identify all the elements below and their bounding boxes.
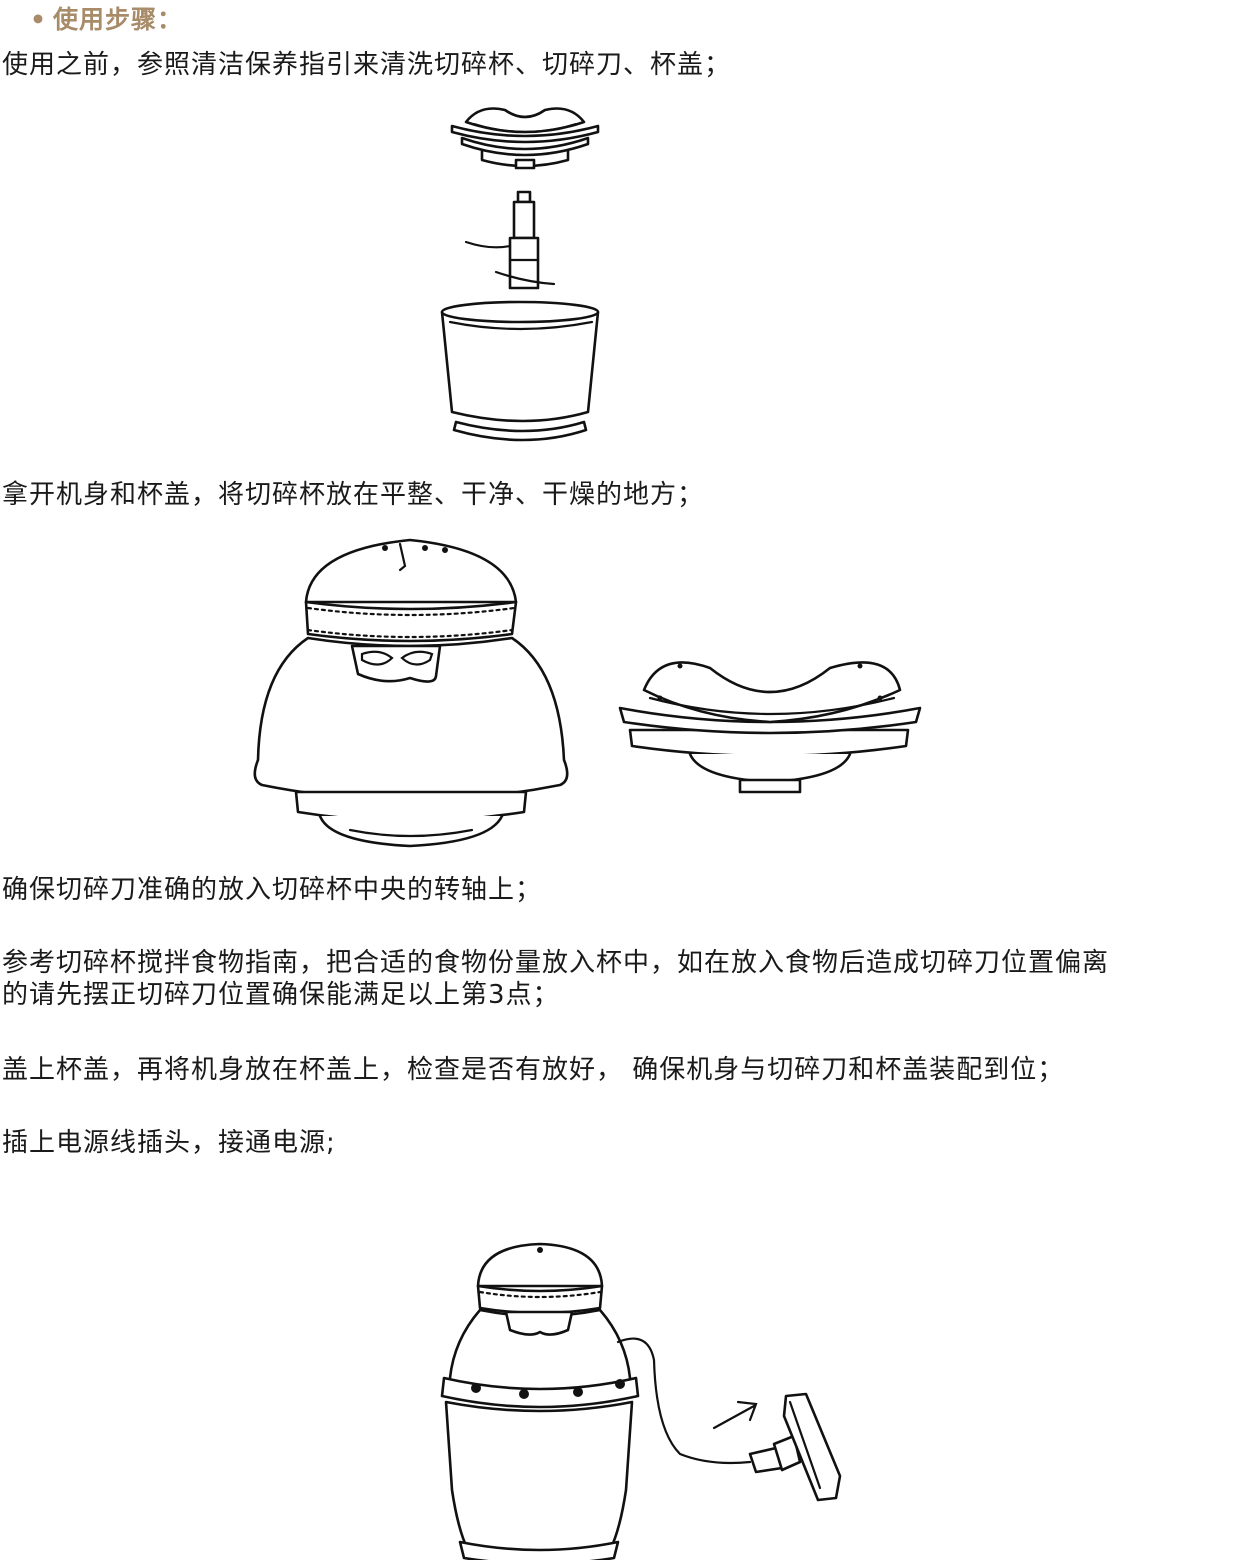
body-and-lid-illustration [253,538,922,848]
power-cord [616,1337,802,1474]
step-4-text-line1: 参考切碎杯搅拌食物指南，把合适的食物份量放入杯中，如在放入食物后造成切碎刀位置偏… [2,948,1110,978]
section-heading: •使用步骤： [30,0,183,36]
lid-on-table [618,661,922,794]
lid-part [450,107,600,170]
wall-socket [782,1392,842,1502]
bowl-part [440,300,600,442]
step-1-text: 使用之前，参照清洁保养指引来清洗切碎杯、切碎刀、杯盖； [2,50,732,80]
step-3-text: 确保切碎刀准确的放入切碎杯中央的转轴上； [2,875,543,905]
assembled-plug-in-illustration [440,1242,842,1560]
step-2-text: 拿开机身和杯盖，将切碎杯放在平整、干净、干燥的地方； [2,480,705,510]
parts-exploded-illustration [440,107,600,442]
blade-part [464,190,556,290]
heading-title: 使用步骤： [52,5,183,34]
arrow-icon [712,1400,758,1430]
assembled-appliance [440,1242,640,1560]
step-4-text-line2: 的请先摆正切碎刀位置确保能满足以上第3点； [2,980,560,1010]
motor-body [253,538,569,848]
step-5-text: 盖上杯盖，再将机身放在杯盖上，检查是否有放好， 确保机身与切碎刀和杯盖装配到位； [2,1055,1065,1085]
step-6-text: 插上电源线插头，接通电源; [2,1128,336,1158]
heading-bullet: • [30,5,47,34]
